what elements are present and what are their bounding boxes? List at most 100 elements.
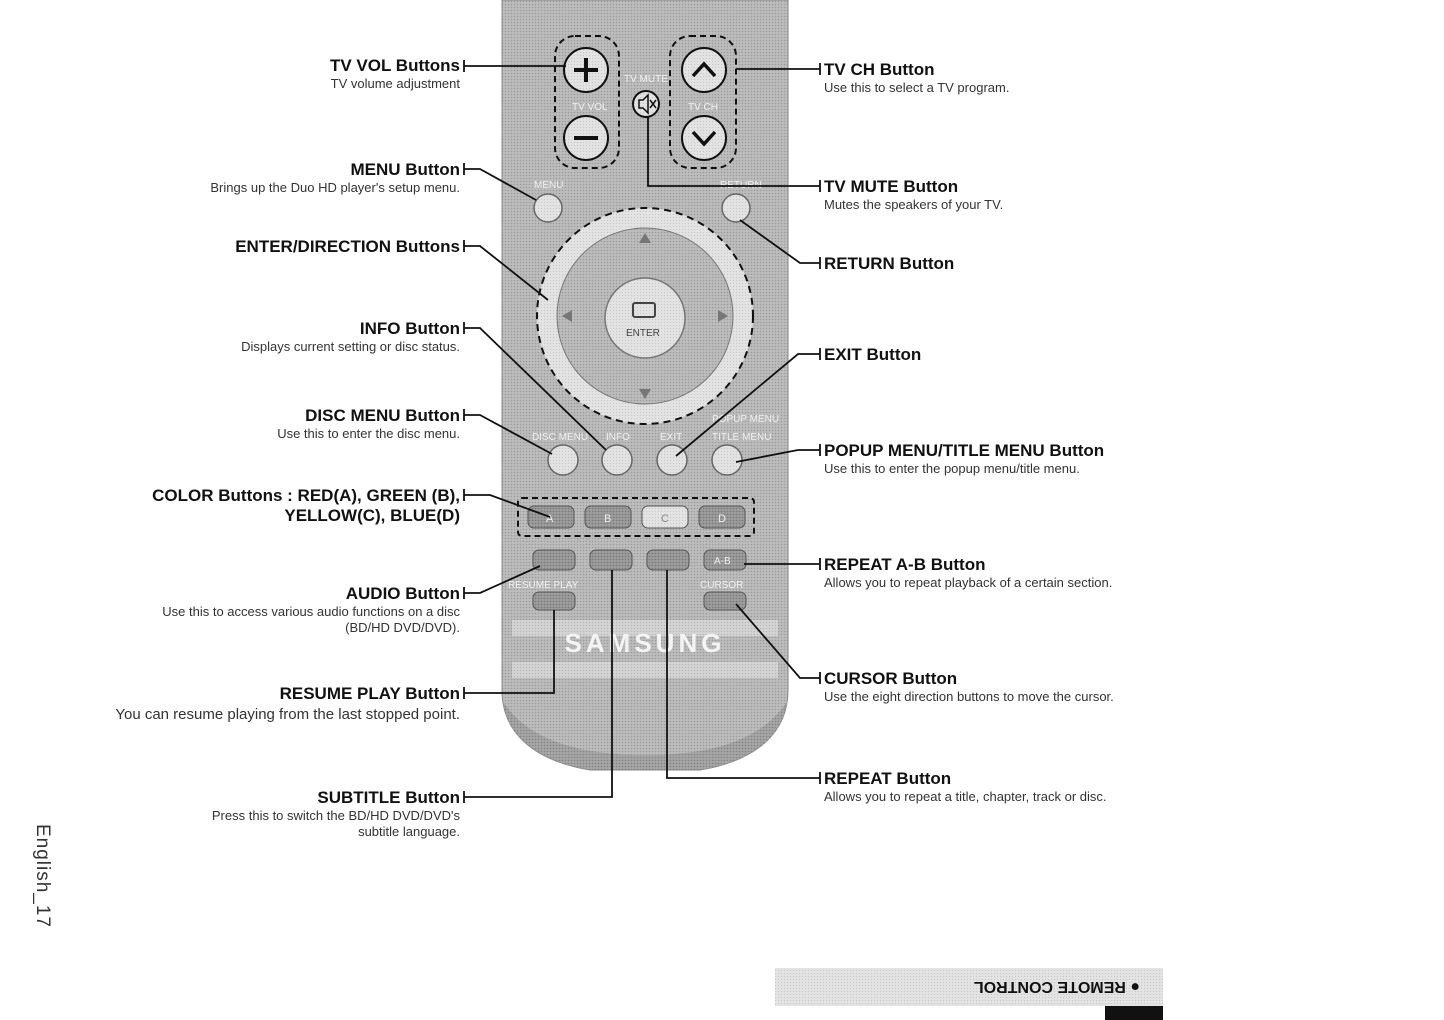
color-a-label: A — [546, 513, 554, 525]
label-title: CURSOR Button — [824, 669, 958, 688]
leader-cursor — [735, 603, 821, 684]
label-title: COLOR Buttons : RED(A), GREEN (B), — [152, 486, 460, 505]
leader-popup — [735, 444, 821, 463]
label-title: EXIT Button — [824, 345, 922, 364]
section-title: ● REMOTE CONTROL — [973, 978, 1140, 995]
arrow-up-icon — [639, 233, 651, 243]
remote-bottom-shade — [502, 690, 788, 770]
leader-lines-left — [463, 60, 613, 803]
label-desc: Mutes the speakers of your TV. — [824, 197, 1004, 212]
speaker-grille-top — [512, 620, 778, 636]
label-desc: Use this to enter the popup menu/title m… — [824, 461, 1080, 476]
leader-info — [463, 322, 607, 451]
chevron-up-icon — [691, 61, 717, 78]
title-menu-key-label: TITLE MENU — [712, 432, 771, 443]
resume-play-button — [532, 591, 576, 611]
label-menu: MENU Button Brings up the Duo HD player'… — [60, 160, 460, 196]
label-resume-play: RESUME PLAY Button You can resume playin… — [60, 684, 460, 726]
label-info: INFO Button Displays current setting or … — [60, 319, 460, 355]
leader-tv-vol — [463, 60, 566, 72]
return-button — [721, 193, 751, 223]
label-title: RETURN Button — [824, 254, 955, 273]
audio-button — [532, 549, 576, 571]
a-b-key-label: A-B — [714, 556, 731, 567]
label-title: DISC MENU Button — [305, 406, 460, 425]
label-return: RETURN Button — [824, 254, 1244, 274]
label-title: RESUME PLAY Button — [279, 684, 460, 703]
leader-tv-ch — [736, 63, 821, 75]
label-tv-ch: TV CH Button Use this to select a TV pro… — [824, 60, 1244, 96]
color-button-c — [641, 505, 689, 529]
enter-key-label: ENTER — [626, 328, 660, 339]
label-subtitle: SUBTITLE Button Press this to switch the… — [60, 788, 460, 840]
tv-mute-button — [632, 90, 660, 118]
leader-resume — [463, 610, 555, 699]
disc-menu-key-label: DISC MENU — [532, 432, 588, 443]
label-desc: Allows you to repeat playback of a certa… — [824, 575, 1113, 590]
tv-ch-dashed-group — [669, 35, 737, 169]
tv-ch-down-button — [681, 115, 727, 161]
label-title: TV MUTE Button — [824, 177, 959, 196]
label-tv-vol: TV VOL Buttons TV volume adjustment — [60, 56, 460, 92]
cursor-key-label: CURSOR — [700, 580, 743, 591]
plus-icon — [574, 58, 598, 82]
menu-key-label: MENU — [534, 180, 563, 191]
leader-menu — [463, 163, 537, 201]
label-color: COLOR Buttons : RED(A), GREEN (B), YELLO… — [60, 486, 460, 526]
label-title: POPUP MENU/TITLE MENU Button — [824, 441, 1105, 460]
leader-subtitle — [463, 570, 613, 803]
page-number: English_17 — [22, 815, 62, 955]
label-desc: Displays current setting or disc status. — [241, 339, 460, 354]
arrow-down-icon — [639, 389, 651, 399]
label-desc: Use the eight direction buttons to move … — [824, 689, 1114, 704]
arrow-right-icon — [718, 310, 728, 322]
arrow-left-icon — [562, 310, 572, 322]
label-title: MENU Button — [350, 160, 460, 179]
leader-repeat-ab — [744, 558, 821, 570]
leader-color — [463, 489, 551, 518]
label-desc: Allows you to repeat a title, chapter, t… — [824, 789, 1107, 804]
label-desc: TV volume adjustment — [330, 76, 460, 91]
label-desc: Press this to switch the BD/HD DVD/DVD's — [211, 808, 460, 823]
subtitle-button — [589, 549, 633, 571]
speaker-grille-bottom — [512, 662, 778, 678]
label-desc-line2: (BD/HD DVD/DVD). — [345, 620, 460, 635]
leader-lines-right — [647, 63, 821, 784]
mute-speaker-icon — [638, 93, 657, 115]
label-title: TV CH Button — [824, 60, 935, 79]
popup-menu-button — [711, 444, 743, 476]
tv-vol-dashed-group — [554, 35, 620, 169]
tv-mute-key-label: TV MUTE — [624, 74, 668, 85]
leader-exit — [675, 348, 821, 457]
label-title: TV VOL Buttons — [329, 56, 460, 75]
info-button — [601, 444, 633, 476]
page-number-text: English_17 — [32, 823, 53, 929]
menu-button — [533, 193, 563, 223]
leader-tv-mute — [647, 117, 821, 192]
tv-vol-key-label: TV VOL — [572, 102, 608, 113]
label-title: REPEAT Button — [824, 769, 952, 788]
popup-menu-key-label: POPUP MENU — [712, 414, 779, 425]
color-buttons-dashed-group — [517, 497, 755, 537]
label-title-line2: YELLOW(C), BLUE(D) — [284, 506, 460, 525]
label-desc: Use this to select a TV program. — [824, 80, 1010, 95]
color-button-b — [584, 505, 632, 529]
footer-black-bar — [1105, 1006, 1163, 1020]
label-cursor: CURSOR Button Use the eight direction bu… — [824, 669, 1244, 705]
label-popup-title-menu: POPUP MENU/TITLE MENU Button Use this to… — [824, 441, 1244, 477]
label-disc-menu: DISC MENU Button Use this to enter the d… — [60, 406, 460, 442]
label-repeat-a-b: REPEAT A-B Button Allows you to repeat p… — [824, 555, 1244, 591]
label-tv-mute: TV MUTE Button Mutes the speakers of you… — [824, 177, 1244, 213]
cursor-button — [703, 591, 747, 611]
color-button-a — [527, 505, 575, 529]
label-title: SUBTITLE Button — [317, 788, 460, 807]
label-desc: Brings up the Duo HD player's setup menu… — [210, 180, 460, 195]
leader-repeat — [666, 570, 821, 784]
footer-halftone-band — [775, 968, 1163, 1006]
label-desc: Use this to enter the disc menu. — [277, 426, 460, 441]
color-button-d — [698, 505, 746, 529]
leader-disc-menu — [463, 409, 553, 455]
repeat-a-b-button — [703, 549, 747, 571]
color-b-label: B — [604, 513, 611, 525]
